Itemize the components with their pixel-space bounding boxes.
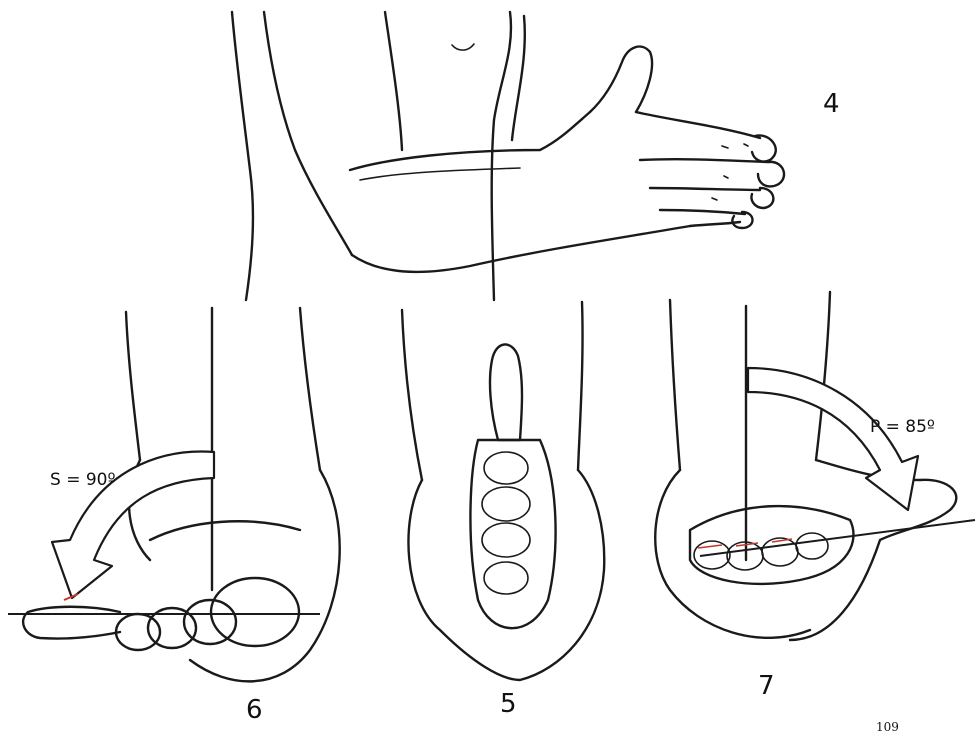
figure-5-neutral-drawing <box>402 302 604 680</box>
page-number: 109 <box>876 720 899 734</box>
supination-angle-label: S = 90º <box>50 470 116 490</box>
figure-7-pronation-drawing <box>655 292 975 640</box>
figure-5-label: 5 <box>500 689 517 719</box>
pronation-angle-label: P = 85º <box>870 417 935 437</box>
figure-6-label: 6 <box>246 695 263 725</box>
figure-6-supination-drawing <box>8 308 340 681</box>
figure-4-elbow-flexed-drawing <box>232 12 784 300</box>
figure-7-label: 7 <box>758 671 775 701</box>
figure-4-label: 4 <box>823 89 840 119</box>
